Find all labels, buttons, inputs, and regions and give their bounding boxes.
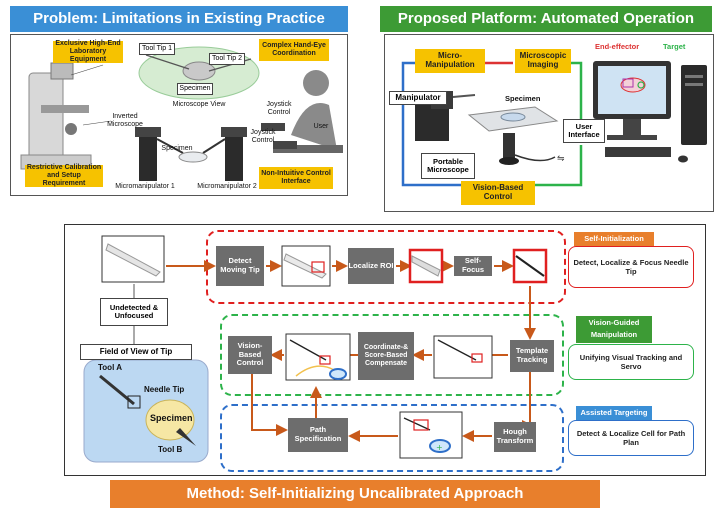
problem-title: Problem: Limitations in Existing Practic… [33, 10, 325, 27]
detect-thumb [281, 245, 331, 287]
microscopic-imaging-box: Microscopic Imaging [515, 49, 571, 73]
tool-b-label: Tool B [158, 445, 183, 454]
micromanipulator-2-icon [202, 127, 247, 181]
undetected-box: Undetected & Unfocused [100, 298, 168, 326]
monitor-icon [593, 61, 671, 140]
micromanipulator-2-label: Micromanipulator 2 [197, 183, 257, 190]
platform-panel: ⇋ Micro-Manipulation Microscopic Imaging… [384, 34, 714, 212]
calibration-note: Restrictive Calibration and Setup Requir… [25, 164, 103, 187]
svg-text:⇋: ⇋ [557, 154, 565, 164]
path-spec-box: Path Specification [288, 418, 348, 452]
tool-a-label: Tool A [98, 363, 122, 372]
specimen-label-platform: Specimen [505, 94, 541, 103]
end-effector-label: End-effector [595, 42, 640, 51]
keyboard-icon [605, 147, 688, 163]
manipulator-box: Manipulator [389, 91, 447, 105]
self-init-title: Self-Initialization [574, 232, 654, 246]
compensate-thumb [285, 333, 351, 381]
platform-illustration: ⇋ [401, 61, 707, 187]
hough-thumb: + [399, 411, 463, 459]
equipment-note: Exclusive High-End Laboratory Equipment [53, 40, 123, 63]
specimen2-label: Specimen [161, 145, 193, 152]
self-focus-box: Self-Focus [454, 256, 492, 276]
portable-microscope-box: Portable Microscope [421, 153, 475, 179]
platform-banner: Proposed Platform: Automated Operation [380, 6, 712, 32]
assist-title: Assisted Targeting [576, 406, 652, 420]
target-label: Target [663, 42, 686, 51]
microscope-view-label: Microscope View [172, 101, 226, 108]
svg-text:+: + [436, 443, 443, 452]
specimen-label-method: Specimen [150, 413, 193, 423]
coordination-note: Complex Hand-Eye Coordination [259, 39, 329, 61]
specimen-label: Specimen [177, 83, 213, 95]
detect-tip-box: Detect Moving Tip [216, 246, 264, 286]
user-icon [273, 70, 343, 153]
field-of-view-thumb [83, 359, 209, 463]
inverted-microscope-label: Inverted Microscope [107, 113, 143, 128]
tracking-thumb [433, 335, 493, 379]
compensate-box: Coordinate-& Score-Based Compensate [358, 332, 414, 380]
platform-title: Proposed Platform: Automated Operation [397, 10, 695, 27]
self-focus-thumb [512, 248, 548, 284]
fov-tip-box: Field of View of Tip [80, 344, 192, 360]
joystick-label-b: Joystick Control [250, 129, 276, 144]
vision-guided-group [220, 314, 564, 396]
user-interface-box: User Interface [563, 119, 605, 143]
vision-control-box: Vision-Based Control [461, 181, 535, 205]
tool-tip-1-label: Tool Tip 1 [139, 43, 175, 55]
localize-roi-box: Localize ROI [348, 248, 394, 284]
hough-box: Hough Transform [494, 422, 536, 452]
problem-banner: Problem: Limitations in Existing Practic… [10, 6, 348, 32]
method-banner: Method: Self-Initializing Uncalibrated A… [110, 480, 600, 508]
vision-control-box-method: Vision-Based Control [228, 336, 272, 374]
localize-thumb [408, 248, 444, 284]
portable-microscope-icon: ⇋ [499, 133, 565, 165]
tool-tip-2-label: Tool Tip 2 [209, 53, 245, 65]
interface-note: Non-Intuitive Control Interface [259, 167, 333, 189]
self-init-text: Detect, Localize & Focus Needle Tip [568, 246, 694, 288]
needle-tip-label: Needle Tip [144, 385, 185, 394]
user-label: User [313, 123, 329, 130]
joystick-label-a: Joystick Control [266, 101, 292, 116]
micro-manipulation-box: Micro-Manipulation [415, 49, 485, 73]
method-title: Method: Self-Initializing Uncalibrated A… [186, 485, 524, 502]
micromanipulator-1-icon [135, 127, 184, 181]
computer-tower-icon [681, 65, 707, 145]
vision-guided-text: Unifying Visual Tracking and Servo [568, 344, 694, 380]
input-needle-thumb [101, 235, 165, 283]
problem-panel: Exclusive High-End Laboratory Equipment … [10, 34, 348, 196]
template-tracking-box: Template Tracking [510, 340, 554, 372]
vision-guided-title: Vision-Guided Manipulation [576, 316, 652, 343]
assist-text: Detect & Localize Cell for Path Plan [568, 420, 694, 456]
assisted-targeting-group [220, 404, 564, 472]
micromanipulator-1-label: Micromanipulator 1 [115, 183, 175, 190]
problem-illustration [20, 46, 343, 181]
